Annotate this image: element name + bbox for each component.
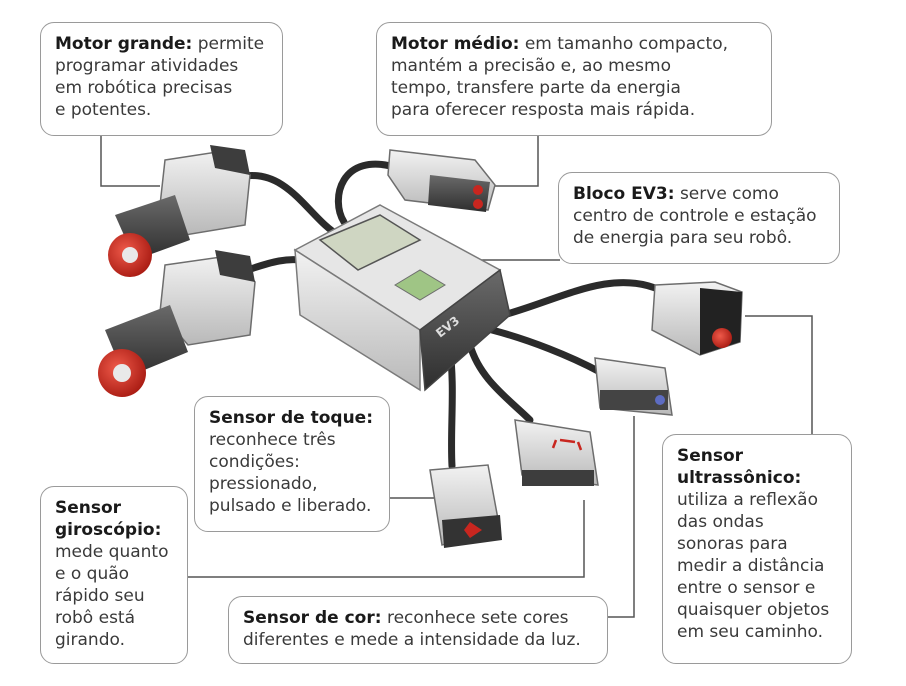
callout-sensor-toque-title: Sensor de toque:	[209, 408, 373, 428]
callout-sensor-ultrassonico-line: das ondas	[677, 512, 764, 532]
callout-sensor-ultrassonico-line: utiliza a reflexão	[677, 490, 818, 510]
callout-sensor-giroscopio-title: Sensor	[55, 498, 122, 518]
callout-sensor-ultrassonico-line: em seu caminho.	[677, 622, 824, 642]
callout-motor-grande-title: Motor grande:	[55, 34, 193, 54]
touch-sensor	[429, 464, 502, 548]
callout-sensor-cor: Sensor de cor: reconhece sete cores dife…	[228, 596, 608, 664]
callout-sensor-ultrassonico-line: sonoras para	[677, 534, 788, 554]
callout-sensor-ultrassonico-line: entre o sensor e	[677, 578, 816, 598]
connector-motor-grande	[100, 134, 160, 187]
callout-bloco-ev3-line: de energia para seu robô.	[573, 228, 793, 248]
callout-motor-medio-line: tempo, transfere parte da energia	[391, 78, 681, 98]
callout-sensor-ultrassonico-title: ultrassônico:	[677, 468, 802, 488]
callout-bloco-ev3: Bloco EV3: serve como centro de controle…	[558, 172, 840, 264]
callout-sensor-toque: Sensor de toque: reconhece três condiçõe…	[194, 396, 390, 532]
callout-bloco-ev3-title: Bloco EV3:	[573, 184, 675, 204]
connector-sensor-giroscopio	[188, 500, 585, 578]
callout-sensor-giroscopio-title: giroscópio:	[55, 520, 162, 540]
callout-sensor-toque-line: condições:	[209, 452, 300, 472]
callout-bloco-ev3-line: serve como	[679, 184, 779, 204]
large-motor-top	[108, 145, 251, 277]
callout-motor-grande-line: em robótica precisas	[55, 78, 233, 98]
callout-motor-medio-title: Motor médio:	[391, 34, 520, 54]
connector-sensor-cor	[608, 416, 635, 618]
medium-motor	[387, 149, 496, 212]
callout-sensor-cor-line: reconhece sete cores	[386, 608, 569, 628]
callout-sensor-giroscopio-line: e o quão	[55, 564, 130, 584]
callout-bloco-ev3-line: centro de controle e estação	[573, 206, 817, 226]
large-motor-bottom	[98, 250, 256, 397]
callout-motor-medio-line: para oferecer resposta mais rápida.	[391, 100, 696, 120]
gyro-sensor	[514, 419, 599, 486]
callout-motor-grande-line: e potentes.	[55, 100, 152, 120]
callout-sensor-ultrassonico: Sensor ultrassônico: utiliza a reflexão …	[662, 434, 852, 664]
connector-sensor-ultrassonico	[745, 315, 813, 434]
color-sensor	[594, 357, 673, 416]
callout-sensor-giroscopio-line: robô está	[55, 608, 136, 628]
callout-motor-medio: Motor médio: em tamanho compacto, mantém…	[376, 22, 772, 136]
callout-motor-medio-line: em tamanho compacto,	[524, 34, 728, 54]
ultrasonic-sensor	[651, 281, 743, 356]
callout-sensor-giroscopio-line: girando.	[55, 630, 125, 650]
callout-motor-medio-line: mantém a precisão e, ao mesmo	[391, 56, 672, 76]
callout-motor-grande-line: permite	[197, 34, 265, 54]
callout-sensor-giroscopio-line: rápido seu	[55, 586, 145, 606]
callout-motor-grande: Motor grande: permite programar atividad…	[40, 22, 283, 136]
callout-sensor-ultrassonico-title: Sensor	[677, 446, 744, 466]
callout-sensor-cor-title: Sensor de cor:	[243, 608, 382, 628]
callout-sensor-toque-line: reconhece três	[209, 430, 336, 450]
callout-sensor-cor-line: diferentes e mede a intensidade da luz.	[243, 630, 581, 650]
ev3-brick: EV3	[293, 204, 511, 392]
callout-sensor-toque-line: pressionado,	[209, 474, 318, 494]
callout-sensor-giroscopio-line: mede quanto	[55, 542, 169, 562]
callout-sensor-giroscopio: Sensor giroscópio: mede quanto e o quão …	[40, 486, 188, 664]
callout-sensor-ultrassonico-line: quaisquer objetos	[677, 600, 830, 620]
callout-sensor-toque-line: pulsado e liberado.	[209, 496, 372, 516]
connector-motor-medio	[492, 136, 539, 187]
callout-motor-grande-line: programar atividades	[55, 56, 239, 76]
connector-lines	[100, 134, 813, 618]
callout-sensor-ultrassonico-line: medir a distância	[677, 556, 825, 576]
